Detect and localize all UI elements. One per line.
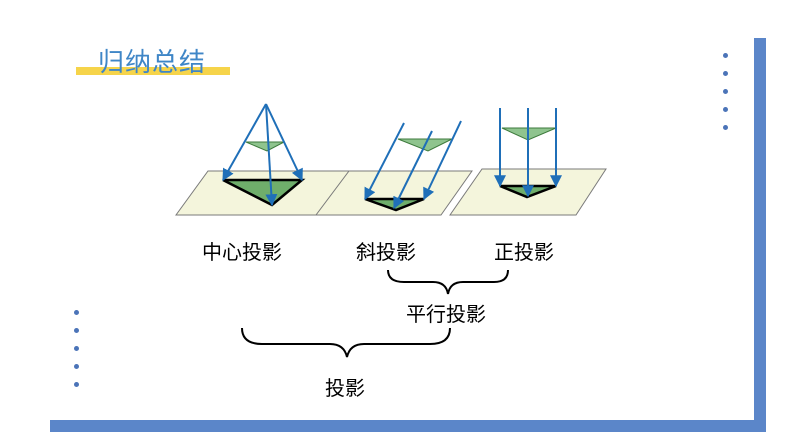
central-ray-middle [265,103,278,207]
central-ray-right [265,103,303,182]
label-central-projection: 中心投影 [202,240,282,264]
title-underline [76,67,230,75]
oblique-projection-figure [315,120,473,216]
frame-bottom-bar [50,420,766,432]
page-title: 归纳总结 [98,48,207,78]
label-orthographic-projection: 正投影 [494,240,554,264]
projection-brace [241,327,451,358]
frame-right-bar [754,38,766,430]
decorative-dots-left [74,310,79,400]
label-projection: 投影 [325,376,365,400]
central-object-triangle [245,141,285,152]
oblique-ray-2 [393,130,433,210]
decorative-dots-right [723,53,728,143]
orthographic-projection-figure [449,108,607,216]
central-ray-left [222,103,267,182]
label-oblique-projection: 斜投影 [356,240,416,264]
label-parallel-projection: 平行投影 [406,302,486,326]
central-shadow-triangle [222,178,306,207]
central-projection-figure [175,103,359,216]
oblique-ray-3 [423,120,462,201]
oblique-ray-1 [364,122,405,201]
parallel-projection-brace [387,269,509,295]
